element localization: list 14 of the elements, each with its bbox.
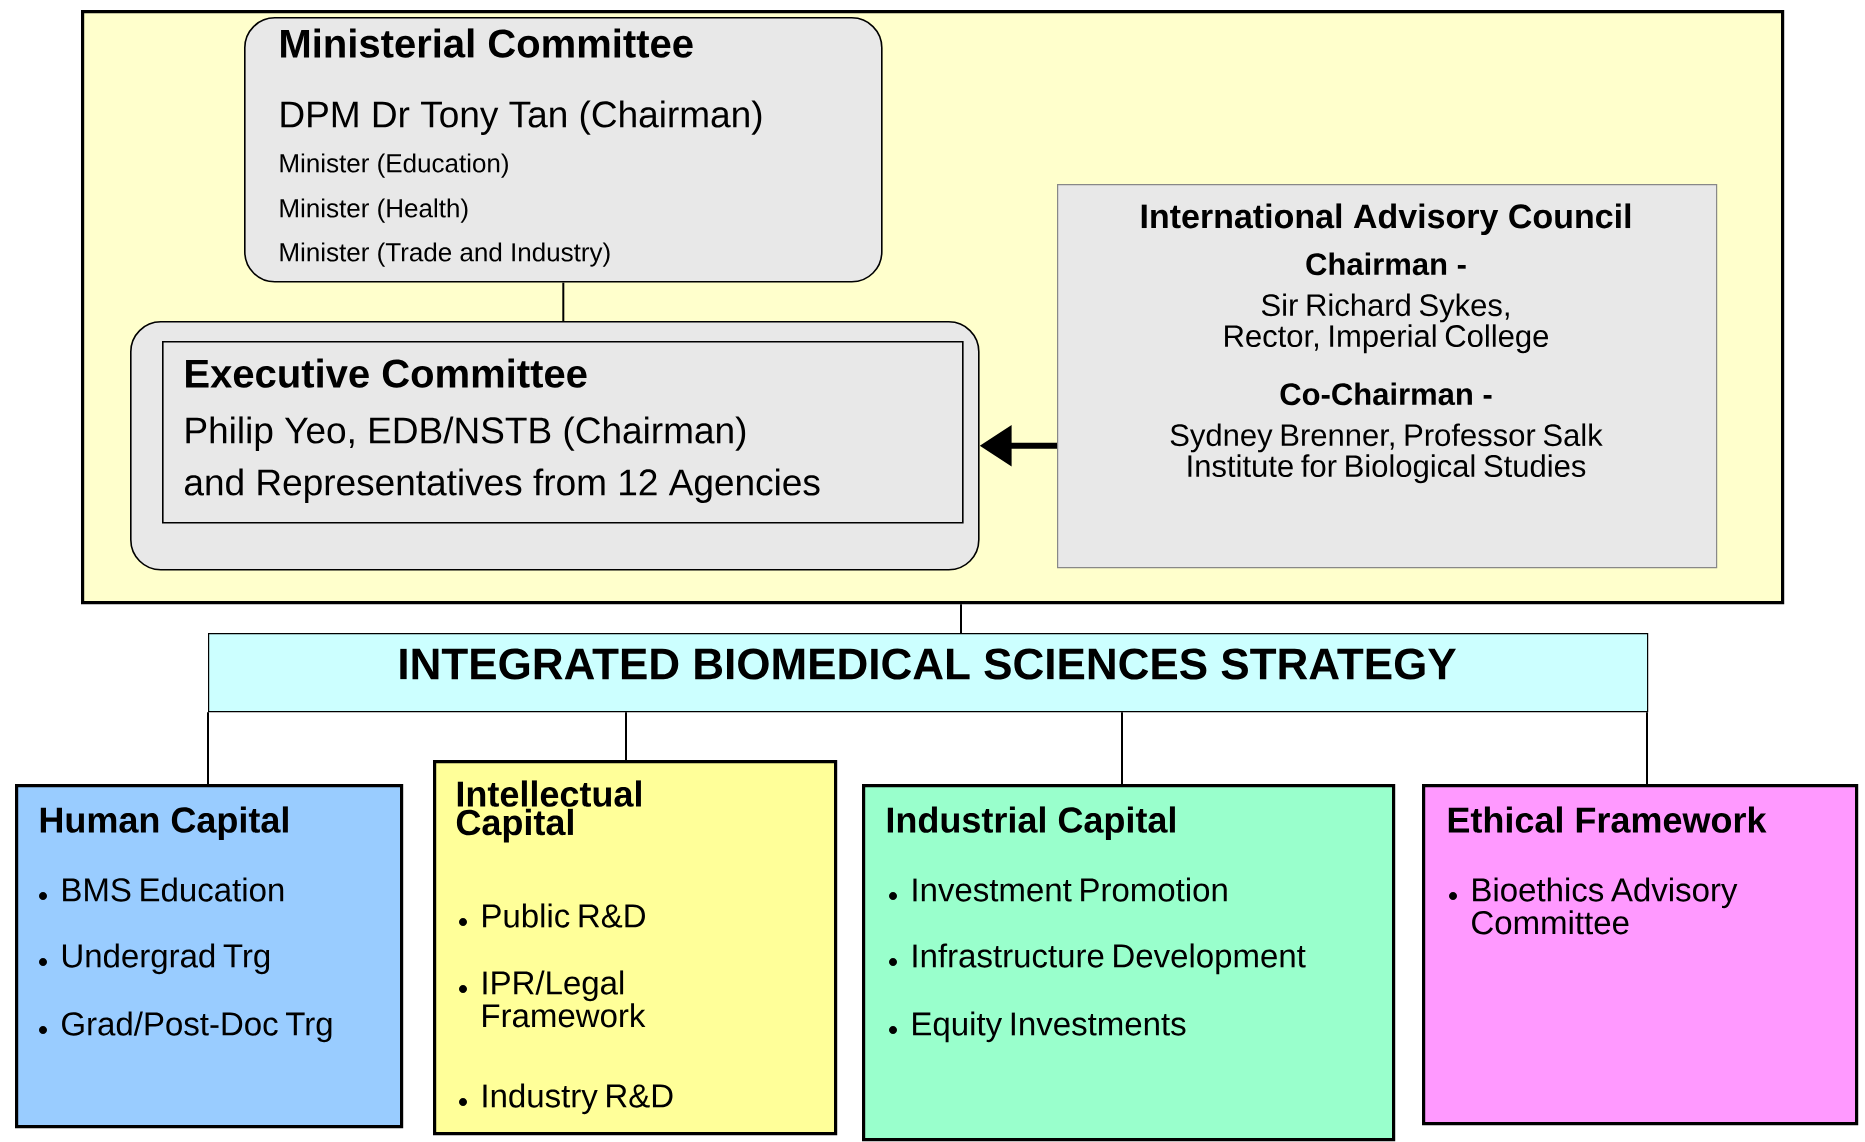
category-box: Human Capital BMS Education Undergrad Trg Grad/Post-Doc Trg: [15, 784, 404, 1129]
strategy-banner: INTEGRATED BIOMEDICAL SCIENCES STRATEGY: [208, 633, 1649, 713]
connector-line: [562, 281, 565, 322]
connector-line: [1121, 711, 1123, 785]
committee-box: Executive Committee Philip Yeo, EDB/NSTB (Chairman) and Representatives from 12 Agencies: [162, 341, 964, 524]
category-box: Ethical Framework Bioethics Advisory Committee: [1422, 784, 1859, 1126]
connector-line: [207, 711, 209, 785]
connector-line: [960, 603, 962, 634]
committee-box: Ministerial Committee DPM Dr Tony Tan (Chairman) Minister (Education) Minister (Health) Minister (Trade and Industry): [244, 17, 883, 283]
connector-line: [625, 711, 627, 761]
connector-line: [1646, 711, 1648, 785]
council-box: International Advisory Council Chairman - Sir Richard Sykes, Rector, Imperial College Co-Chairman - Sydney Brenner, Professor Salk Institute for Biological Studies: [1057, 184, 1718, 569]
category-box: Intellectual Capital Public R&D IPR/Legal Framework Industry R&D: [433, 760, 838, 1136]
category-box: Industrial Capital Investment Promotion Infrastructure Development Equity Investments: [862, 784, 1396, 1142]
